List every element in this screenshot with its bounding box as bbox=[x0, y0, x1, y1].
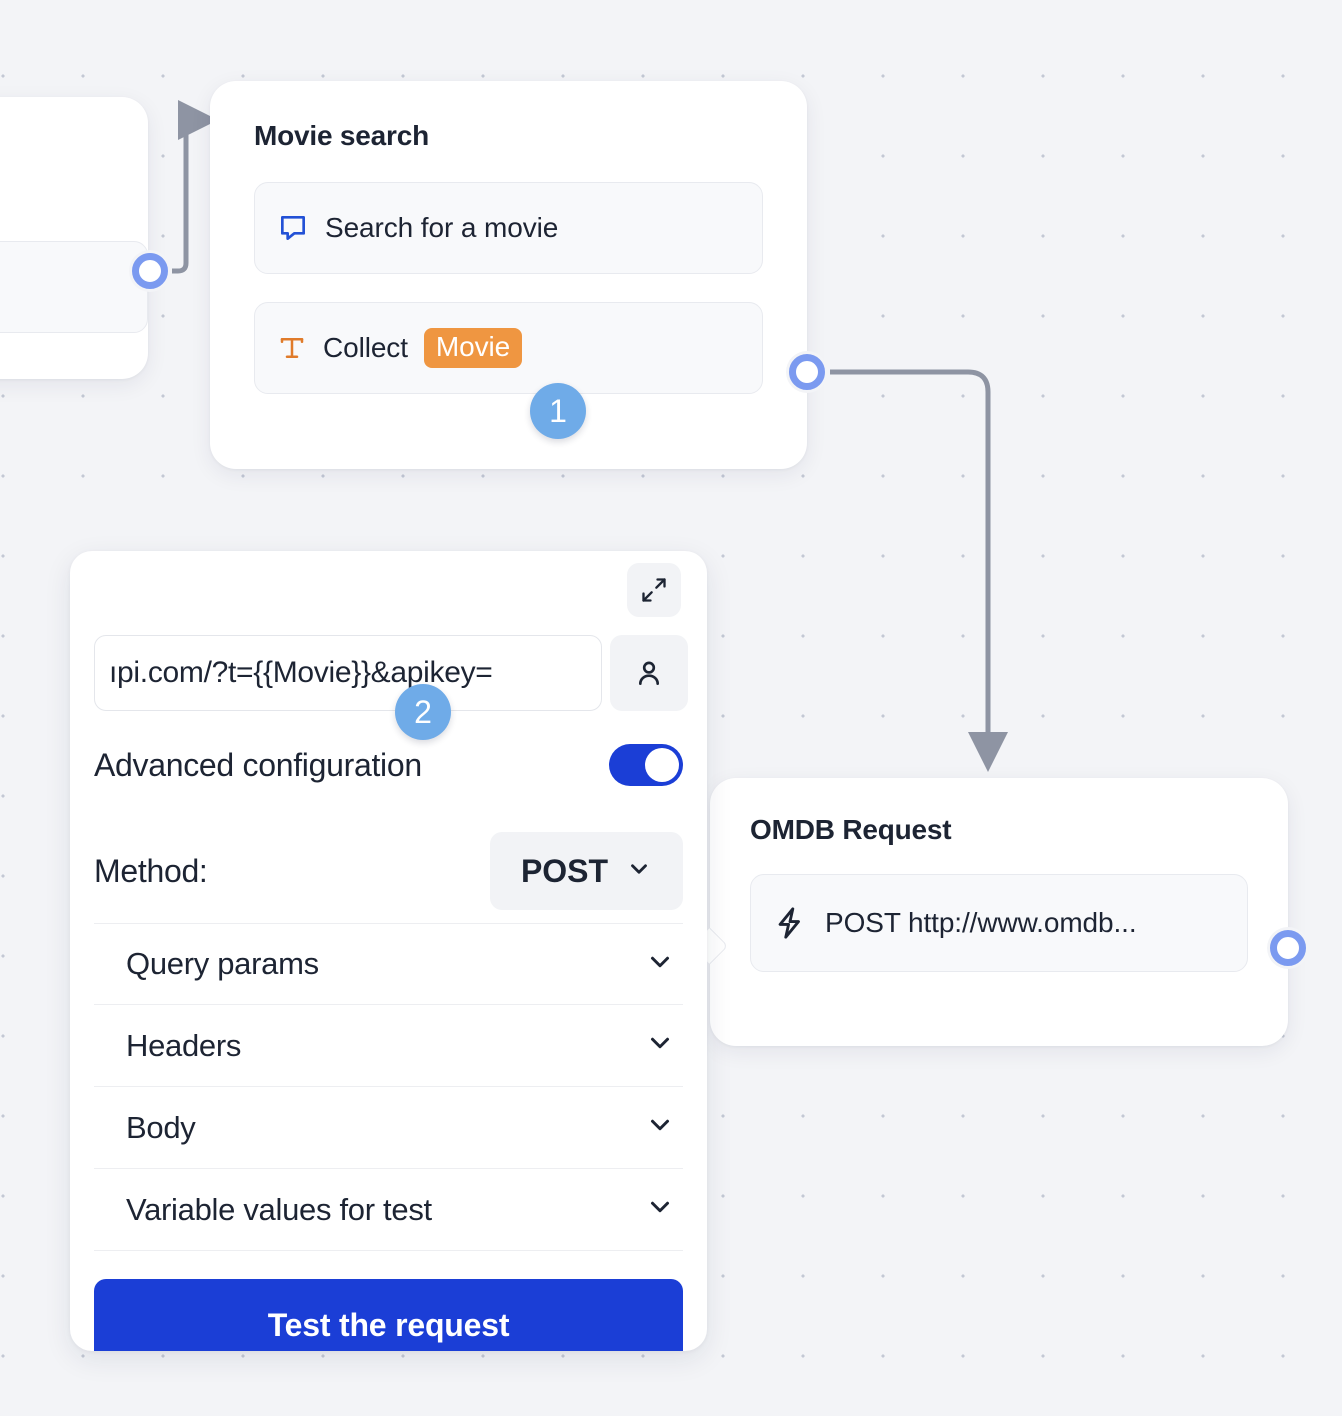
node-row-label: Collect bbox=[323, 332, 408, 364]
edge-left-to-movie bbox=[172, 120, 198, 271]
edge-movie-to-omdb bbox=[830, 372, 988, 752]
node-row-post-request[interactable]: POST http://www.omdb... bbox=[750, 874, 1248, 972]
request-url-input[interactable] bbox=[94, 635, 602, 711]
node-row-label: POST http://www.omdb... bbox=[825, 907, 1137, 939]
request-config-panel[interactable]: Advanced configuration Method: POST Quer… bbox=[70, 551, 707, 1351]
node-movie-search[interactable]: Movie search Search for a movie Collect bbox=[210, 81, 807, 469]
partial-node[interactable] bbox=[0, 97, 148, 379]
node-title: OMDB Request bbox=[750, 814, 1248, 846]
message-bubble-icon bbox=[277, 212, 309, 244]
port-left-node-output[interactable] bbox=[129, 250, 171, 292]
node-row-label: Search for a movie bbox=[325, 212, 558, 244]
expand-diagonal-icon-button[interactable] bbox=[627, 563, 681, 617]
node-row-collect-movie[interactable]: Collect Movie bbox=[254, 302, 763, 394]
chevron-down-icon bbox=[645, 1028, 675, 1063]
url-row bbox=[94, 635, 688, 711]
port-omdb-request-output[interactable] bbox=[1267, 927, 1309, 969]
accordion-label: Headers bbox=[126, 1028, 241, 1064]
test-the-request-button[interactable]: Test the request bbox=[94, 1279, 683, 1351]
accordion-label: Query params bbox=[126, 946, 319, 982]
chevron-down-icon bbox=[626, 853, 652, 890]
method-row: Method: POST bbox=[94, 832, 683, 910]
chevron-down-icon bbox=[645, 947, 675, 982]
variable-tag-movie[interactable]: Movie bbox=[424, 328, 522, 368]
advanced-configuration-toggle[interactable] bbox=[609, 744, 683, 786]
method-label: Method: bbox=[94, 853, 208, 890]
auth-user-button[interactable] bbox=[610, 635, 688, 711]
accordion-label: Variable values for test bbox=[126, 1192, 432, 1228]
accordion-label: Body bbox=[126, 1110, 195, 1146]
partial-node-row[interactable] bbox=[0, 241, 148, 333]
step-badge-2: 2 bbox=[395, 684, 451, 740]
accordion-item-body[interactable]: Body bbox=[94, 1087, 683, 1169]
advanced-configuration-label: Advanced configuration bbox=[94, 747, 422, 784]
chevron-down-icon bbox=[645, 1110, 675, 1145]
port-movie-search-output[interactable] bbox=[786, 351, 828, 393]
accordion-item-headers[interactable]: Headers bbox=[94, 1005, 683, 1087]
chevron-down-icon bbox=[645, 1192, 675, 1227]
accordion-item-variable-values-for-test[interactable]: Variable values for test bbox=[94, 1169, 683, 1251]
node-omdb-request[interactable]: OMDB Request POST http://www.omdb... bbox=[710, 778, 1288, 1046]
lightning-bolt-icon bbox=[773, 906, 807, 940]
accordion-item-query-params[interactable]: Query params bbox=[94, 923, 683, 1005]
method-value: POST bbox=[521, 853, 608, 890]
method-dropdown[interactable]: POST bbox=[490, 832, 683, 910]
text-type-icon bbox=[277, 333, 307, 363]
config-accordion: Query params Headers Body bbox=[94, 923, 683, 1251]
node-title: Movie search bbox=[254, 120, 763, 152]
node-row-search-for-a-movie[interactable]: Search for a movie bbox=[254, 182, 763, 274]
advanced-configuration-row: Advanced configuration bbox=[94, 744, 683, 786]
step-badge-1: 1 bbox=[530, 383, 586, 439]
